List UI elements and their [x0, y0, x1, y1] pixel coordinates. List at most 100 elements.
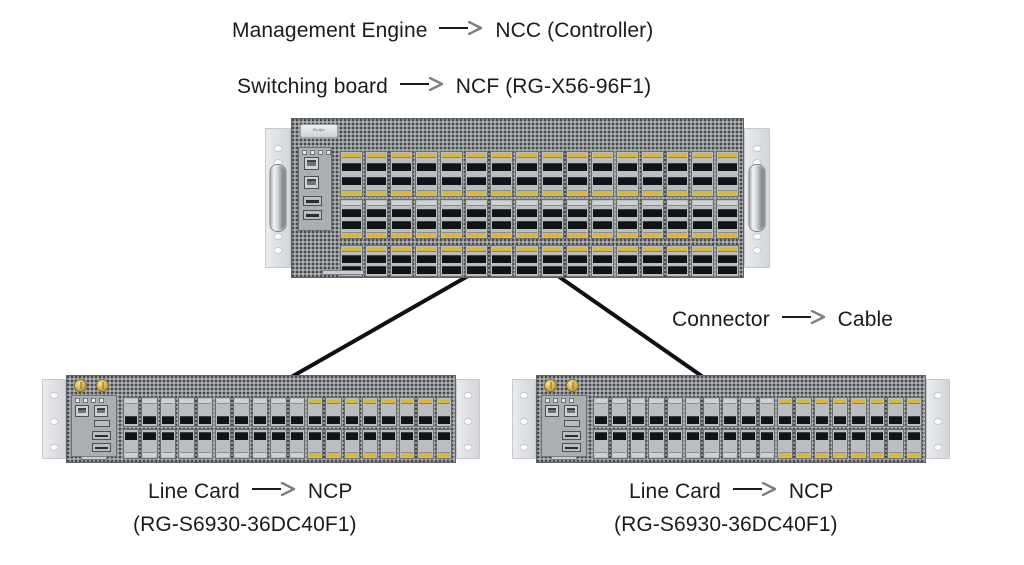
qsfp-port-cage[interactable] — [343, 397, 361, 427]
qsfp-port-cage[interactable] — [832, 397, 849, 427]
qsfp-port-cage[interactable] — [362, 397, 379, 427]
qsfp-port-cage[interactable] — [306, 429, 324, 459]
qsfp-port-cage[interactable] — [440, 245, 464, 277]
qsfp-port-cage[interactable] — [490, 151, 514, 197]
captive-thumbscrew[interactable] — [75, 380, 86, 391]
qsfp-port-cage[interactable] — [565, 245, 589, 277]
qsfp-port-cage[interactable] — [611, 397, 628, 427]
qsfp-port-cage[interactable] — [365, 199, 389, 239]
qsfp-port-cage[interactable] — [665, 245, 689, 277]
port-row-3[interactable] — [340, 245, 739, 277]
qsfp-port-cage[interactable] — [417, 429, 434, 459]
mgmt-ethernet-port[interactable] — [304, 157, 319, 170]
port-row-bottom[interactable] — [593, 429, 923, 459]
qsfp-port-cage[interactable] — [593, 397, 610, 427]
qsfp-port-cage[interactable] — [758, 397, 775, 427]
qsfp-port-cage[interactable] — [690, 151, 714, 197]
qsfp-port-cage[interactable] — [390, 151, 414, 197]
console-port[interactable] — [304, 176, 319, 189]
qsfp-port-cage[interactable] — [615, 245, 639, 277]
qsfp-port-cage[interactable] — [648, 429, 665, 459]
port-row-bottom[interactable] — [123, 429, 453, 459]
qsfp-port-cage[interactable] — [325, 397, 342, 427]
qsfp-port-cage[interactable] — [465, 245, 489, 277]
qsfp-port-cage[interactable] — [905, 429, 923, 459]
qsfp-port-cage[interactable] — [398, 429, 416, 459]
qsfp-port-cage[interactable] — [640, 199, 664, 239]
qsfp-port-cage[interactable] — [776, 429, 794, 459]
qsfp-port-cage[interactable] — [465, 151, 489, 197]
qsfp-port-cage[interactable] — [178, 429, 195, 459]
qsfp-port-cage[interactable] — [640, 245, 664, 277]
qsfp-port-cage[interactable] — [159, 397, 177, 427]
qsfp-port-cage[interactable] — [540, 245, 564, 277]
qsfp-port-cage[interactable] — [233, 397, 250, 427]
qsfp-port-cage[interactable] — [251, 397, 269, 427]
qsfp-port-cage[interactable] — [715, 151, 739, 197]
qsfp-port-cage[interactable] — [832, 429, 849, 459]
qsfp-port-cage[interactable] — [196, 397, 213, 427]
port-row-top[interactable] — [123, 397, 453, 427]
sfp-slot[interactable] — [562, 431, 581, 440]
qsfp-port-cage[interactable] — [340, 199, 364, 239]
qsfp-port-cage[interactable] — [123, 397, 140, 427]
qsfp-port-cage[interactable] — [415, 199, 439, 239]
qsfp-port-cage[interactable] — [435, 397, 453, 427]
qsfp-port-cage[interactable] — [415, 245, 439, 277]
qsfp-port-cage[interactable] — [380, 397, 397, 427]
device-ncf-chassis[interactable]: Ruijie — [265, 118, 770, 278]
qsfp-port-cage[interactable] — [648, 397, 665, 427]
port-row-top[interactable] — [593, 397, 923, 427]
qsfp-port-cage[interactable] — [703, 397, 720, 427]
qsfp-port-cage[interactable] — [362, 429, 379, 459]
qsfp-port-cage[interactable] — [565, 151, 589, 197]
qsfp-port-cage[interactable] — [415, 151, 439, 197]
qsfp-port-cage[interactable] — [141, 397, 158, 427]
qsfp-port-cage[interactable] — [214, 397, 232, 427]
device-ncp-right[interactable] — [512, 375, 950, 463]
captive-thumbscrew[interactable] — [545, 380, 556, 391]
qsfp-port-cage[interactable] — [629, 429, 647, 459]
qsfp-port-cage[interactable] — [795, 429, 812, 459]
qsfp-port-cage[interactable] — [850, 397, 867, 427]
qsfp-port-cage[interactable] — [684, 429, 702, 459]
qsfp-port-cage[interactable] — [141, 429, 158, 459]
management-control-panel[interactable] — [298, 147, 332, 231]
qsfp-port-cage[interactable] — [665, 199, 689, 239]
qsfp-port-cage[interactable] — [365, 151, 389, 197]
usb-port[interactable] — [564, 420, 580, 427]
qsfp-port-cage[interactable] — [703, 429, 720, 459]
qsfp-port-cage[interactable] — [365, 245, 389, 277]
qsfp-port-cage[interactable] — [758, 429, 775, 459]
qsfp-port-cage[interactable] — [905, 397, 923, 427]
chassis-handle-right[interactable] — [749, 165, 765, 231]
qsfp-port-cage[interactable] — [665, 151, 689, 197]
qsfp-port-cage[interactable] — [390, 199, 414, 239]
port-row-2[interactable] — [340, 199, 739, 239]
qsfp-port-cage[interactable] — [515, 151, 539, 197]
qsfp-port-cage[interactable] — [615, 199, 639, 239]
usb-port[interactable] — [94, 420, 110, 427]
sfp-slot[interactable] — [562, 443, 581, 452]
qsfp-port-cage[interactable] — [233, 429, 250, 459]
sfp-slot[interactable] — [92, 443, 111, 452]
qsfp-port-cage[interactable] — [288, 397, 305, 427]
chassis-handle-left[interactable] — [270, 165, 286, 231]
qsfp-port-cage[interactable] — [440, 151, 464, 197]
qsfp-port-cage[interactable] — [565, 199, 589, 239]
qsfp-port-cage[interactable] — [340, 151, 364, 197]
qsfp-port-cage[interactable] — [721, 429, 739, 459]
qsfp-port-cage[interactable] — [540, 199, 564, 239]
qsfp-port-cage[interactable] — [159, 429, 177, 459]
qsfp-port-cage[interactable] — [390, 245, 414, 277]
qsfp-port-cage[interactable] — [887, 397, 904, 427]
qsfp-port-cage[interactable] — [343, 429, 361, 459]
qsfp-port-cage[interactable] — [813, 429, 831, 459]
qsfp-port-cage[interactable] — [740, 397, 757, 427]
qsfp-port-cage[interactable] — [776, 397, 794, 427]
sfp-slot[interactable] — [303, 196, 322, 206]
qsfp-port-cage[interactable] — [850, 429, 867, 459]
qsfp-port-cage[interactable] — [868, 397, 886, 427]
qsfp-port-cage[interactable] — [795, 397, 812, 427]
qsfp-port-cage[interactable] — [715, 199, 739, 239]
